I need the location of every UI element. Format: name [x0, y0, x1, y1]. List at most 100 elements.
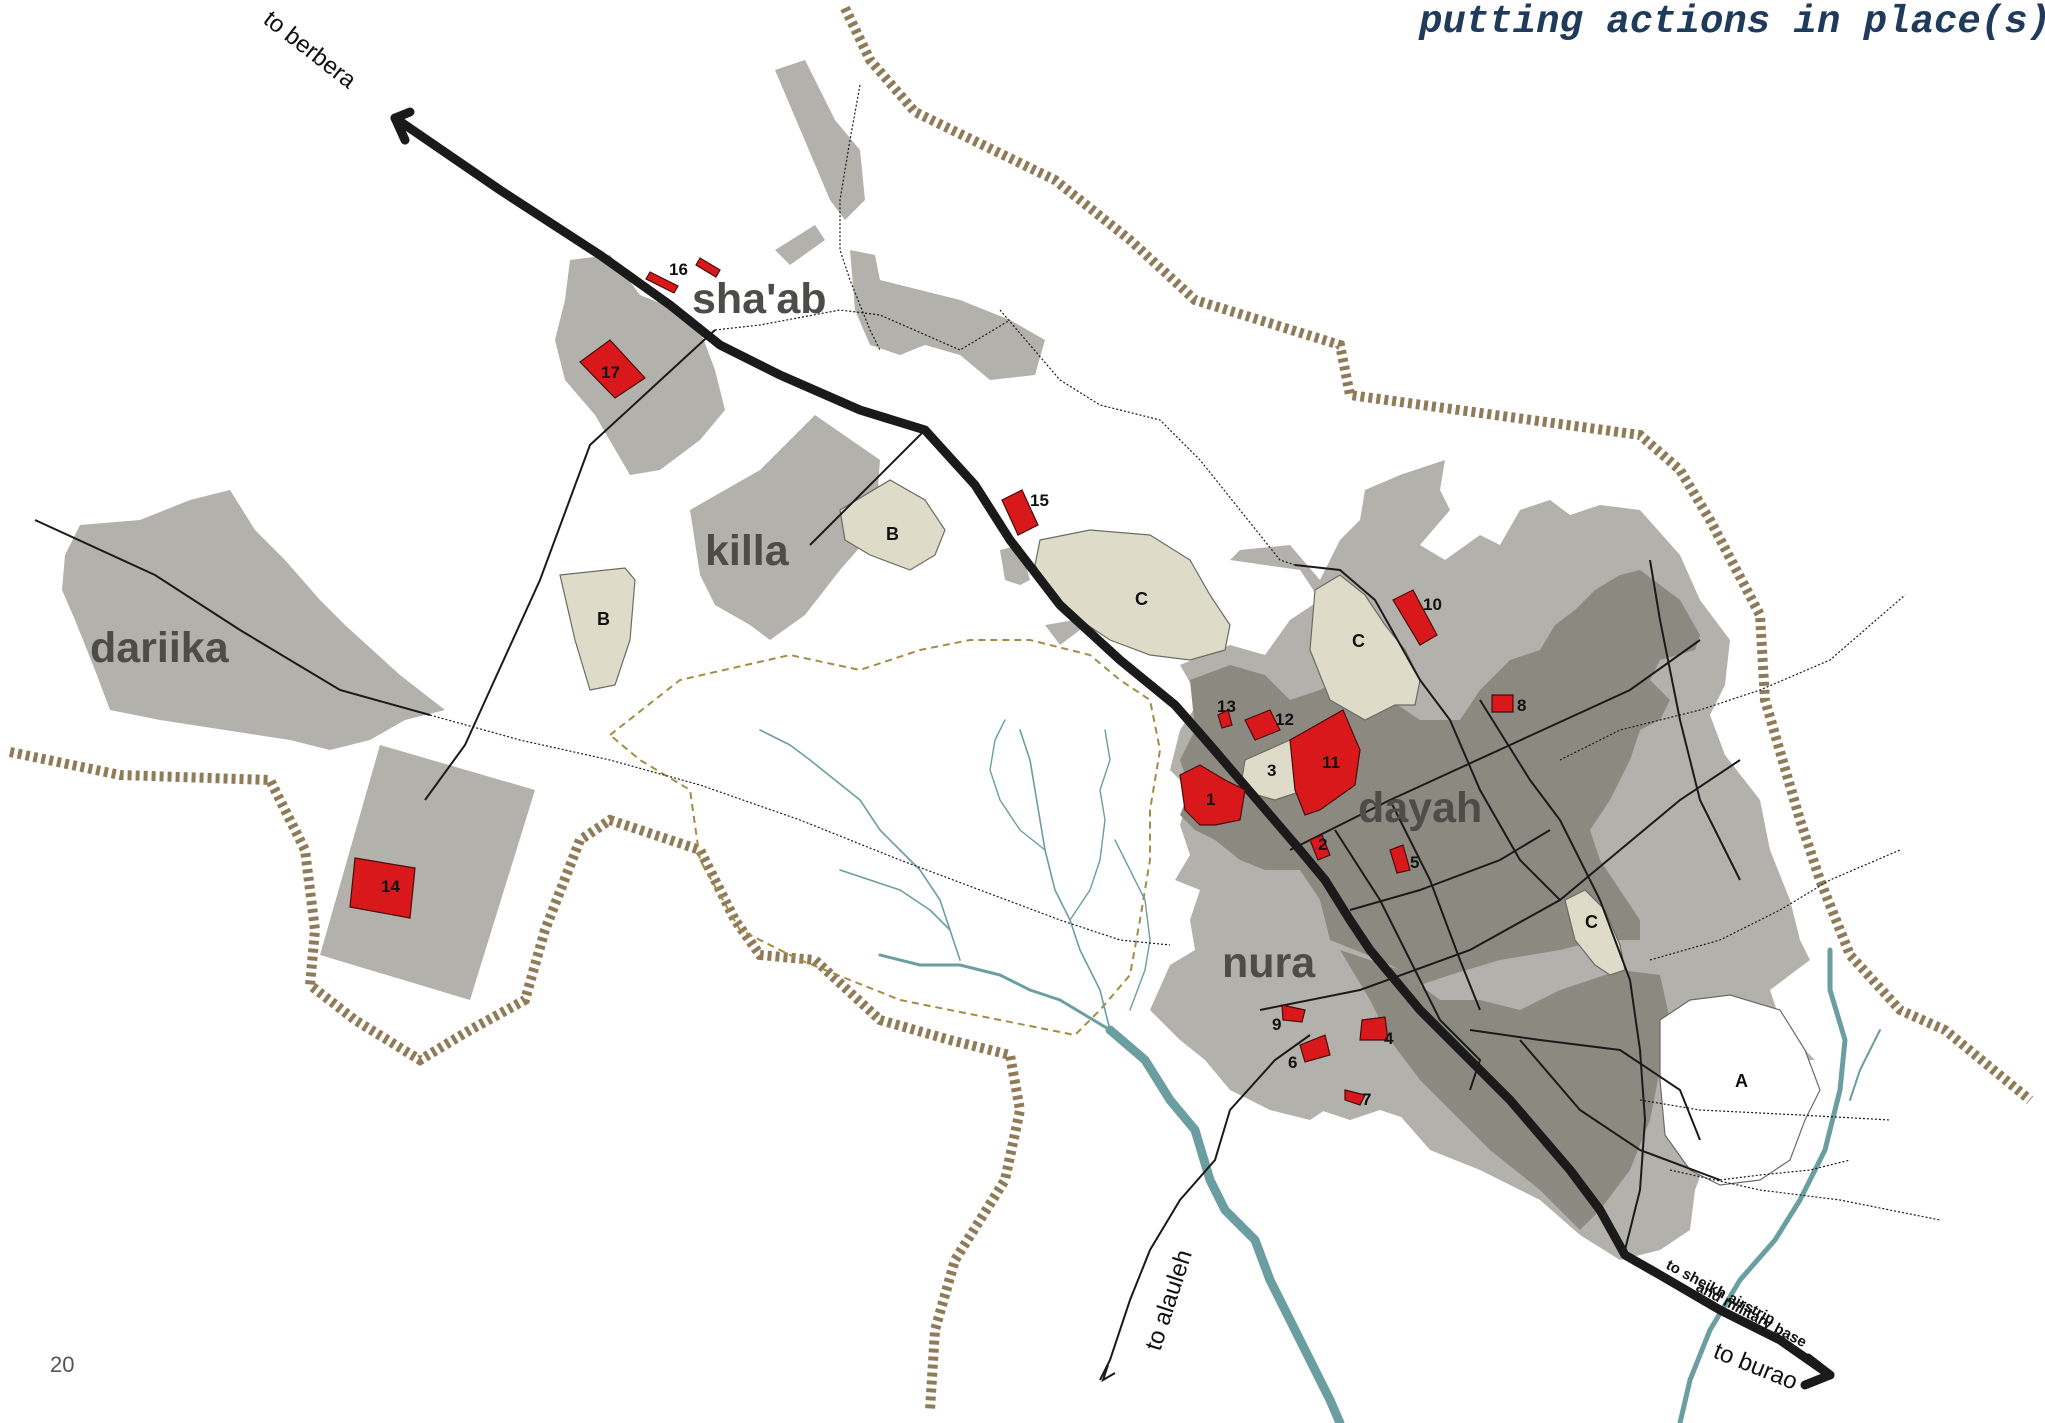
- destination-airstrip-line2: and military base: [1693, 1279, 1809, 1352]
- site-label-15: 15: [1030, 491, 1049, 510]
- river-branch-1: [878, 953, 1112, 1032]
- site-label-12: 12: [1275, 710, 1294, 729]
- zone-label-b-killa: B: [886, 524, 899, 544]
- site-label-6: 6: [1288, 1053, 1297, 1072]
- dotted-east-2: [1649, 849, 1901, 961]
- site-16b[interactable]: [695, 257, 721, 278]
- track-killa: [809, 429, 926, 546]
- main-highway: [390, 107, 1835, 1390]
- zone-label-c-central: C: [1135, 589, 1148, 609]
- dotted-east-5: [1719, 1159, 1851, 1181]
- action-sites: [349, 257, 1514, 1106]
- site-9[interactable]: [1281, 1004, 1306, 1023]
- street-east-2: [1294, 564, 1561, 901]
- open-zones: [559, 479, 1626, 976]
- destination-berbera: to berbera: [258, 5, 361, 94]
- river-branch-5: [1069, 729, 1111, 921]
- site-6[interactable]: [1299, 1034, 1331, 1063]
- boundary-west: [8, 747, 1026, 1411]
- track-alauleh: [1099, 1034, 1311, 1381]
- site-10[interactable]: [1392, 589, 1438, 646]
- street-dayah-2: [1649, 559, 1741, 881]
- street-east-3: [1479, 699, 1631, 981]
- dotted-west: [429, 714, 1171, 946]
- zone-c-north: [1309, 574, 1421, 721]
- river-branch-7: [1114, 839, 1151, 1011]
- river-east-branch: [1849, 1029, 1881, 1101]
- settlement-killa: [690, 415, 880, 640]
- river-branch-6: [989, 719, 1046, 851]
- main-river: [1105, 1025, 1345, 1423]
- site-12[interactable]: [1244, 709, 1281, 741]
- river-branch-4: [1019, 729, 1111, 1031]
- site-label-4: 4: [1384, 1029, 1394, 1048]
- zone-b-west: [559, 567, 636, 691]
- boundary-north: [840, 5, 2034, 1104]
- destination-alauleh: to alauleh: [1140, 1247, 1198, 1354]
- arrow-alauleh: [1101, 1364, 1116, 1383]
- street-nura-1: [1469, 1029, 1701, 1141]
- zone-label-a: A: [1735, 1071, 1748, 1091]
- river-network: [759, 719, 1881, 1423]
- zone-label-c-east: C: [1585, 912, 1598, 932]
- site-label-5: 5: [1410, 853, 1419, 872]
- track-dariika: [34, 519, 431, 716]
- river-east-main: [1677, 947, 1848, 1423]
- site-label-8: 8: [1517, 696, 1526, 715]
- site-label-9: 9: [1272, 1015, 1281, 1034]
- site-label-13: 13: [1217, 697, 1236, 716]
- site-2[interactable]: [1309, 834, 1331, 861]
- zone-b-killa: [839, 479, 946, 571]
- settlement-dariika: [62, 490, 445, 750]
- street-dayah-1: [1289, 639, 1701, 851]
- district-label-dayah: dayah: [1358, 784, 1482, 832]
- district-label-nura: nura: [1222, 939, 1316, 987]
- site-label-11: 11: [1322, 753, 1340, 772]
- page-number: 20: [50, 1352, 75, 1377]
- track-shaab-south: [424, 329, 716, 801]
- settlement-north-strip: [775, 60, 865, 220]
- arrow-berbera: [390, 107, 415, 145]
- site-label-10: 10: [1423, 595, 1442, 614]
- site-4[interactable]: [1359, 1016, 1389, 1041]
- river-branch-3: [839, 869, 951, 931]
- dotted-tracks: [429, 84, 1941, 1221]
- site-17[interactable]: [579, 339, 646, 399]
- site-15[interactable]: [1001, 489, 1039, 536]
- page-title: putting actions in place(s): [1419, 0, 2045, 44]
- settlement-site14-block: [320, 745, 535, 1000]
- site-label-3: 3: [1267, 761, 1276, 780]
- site-label-1: 1: [1206, 790, 1215, 809]
- highway-line: [390, 113, 1835, 1380]
- boundary-lines: [8, 5, 2034, 1411]
- district-label-dariika: dariika: [90, 624, 230, 672]
- site-14[interactable]: [349, 857, 416, 919]
- site-1[interactable]: [1179, 764, 1246, 826]
- settlement-shaab: [555, 255, 725, 475]
- site-13[interactable]: [1217, 709, 1233, 729]
- street-east-1: [1624, 979, 1647, 1251]
- site-7[interactable]: [1344, 1089, 1366, 1106]
- street-dayah-4: [1349, 829, 1551, 911]
- site-label-14: 14: [381, 877, 400, 896]
- site-label-2: 2: [1318, 835, 1327, 854]
- site-label-17: 17: [601, 363, 620, 382]
- settlement-north-small: [775, 225, 825, 265]
- site-label-16: 16: [669, 260, 688, 279]
- zone-label-b-west: B: [597, 609, 610, 629]
- settlement-small-b: [1045, 620, 1080, 645]
- floodplain-outline: [608, 639, 1162, 1037]
- site-8[interactable]: [1491, 694, 1514, 713]
- river-branch-2: [759, 729, 961, 961]
- arrow-burao: [1800, 1353, 1835, 1390]
- site-label-7: 7: [1362, 1090, 1371, 1109]
- site-5[interactable]: [1389, 844, 1411, 874]
- street-dayah-6: [1389, 799, 1481, 1011]
- site-16a[interactable]: [645, 271, 679, 294]
- site-11[interactable]: [1289, 709, 1361, 816]
- zone-label-c-north: C: [1352, 631, 1365, 651]
- dotted-east-1: [1559, 594, 1906, 761]
- settlement-north-east: [850, 250, 1045, 380]
- dotted-east-4: [1669, 1169, 1941, 1221]
